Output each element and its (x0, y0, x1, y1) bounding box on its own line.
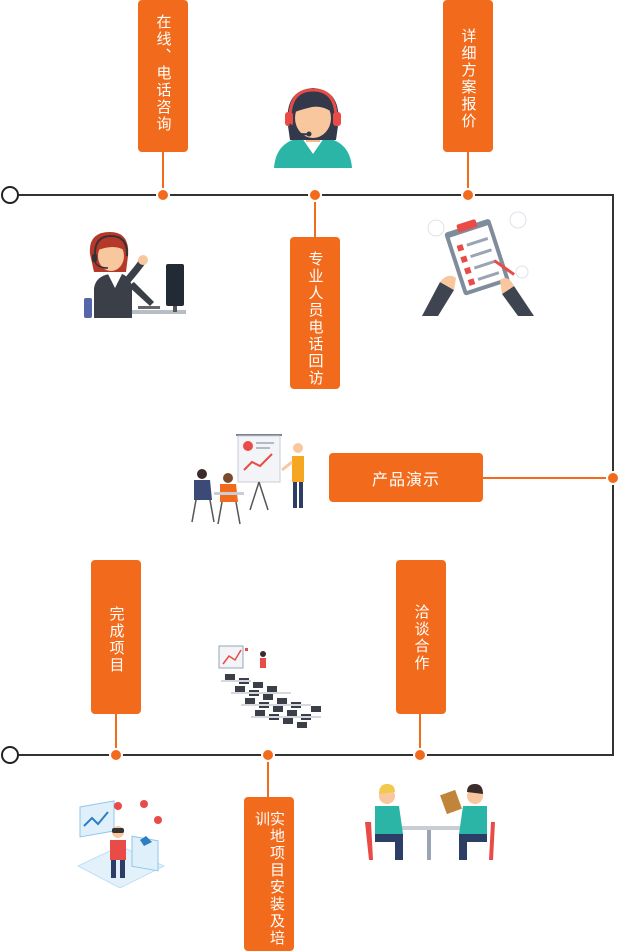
bottom-flow-line (10, 754, 614, 756)
headset-agent-icon (274, 88, 352, 168)
support-girl-icon (84, 232, 186, 318)
node-dot-negotiate (413, 748, 427, 762)
step-label: 实地项目安装及培训 (253, 811, 286, 947)
connector-complete (115, 712, 117, 754)
step-online-phone-consult: 在线、电话咨询 (138, 0, 188, 152)
node-dot-consult (156, 188, 170, 202)
connector-consult (162, 150, 164, 194)
step-detailed-quote: 详细方案报价 (443, 0, 493, 152)
step-complete-project: 完成项目 (91, 560, 141, 714)
node-dot-return-visit (308, 188, 322, 202)
step-label: 详细方案报价 (459, 28, 478, 130)
connector-negotiate (419, 712, 421, 754)
step-label: 在线、电话咨询 (154, 14, 173, 133)
step-label: 专业人员电话回访 (306, 251, 325, 387)
step-product-demo: 产品演示 (329, 453, 483, 502)
step-label: 洽谈合作 (412, 604, 431, 672)
connector-demo (482, 477, 612, 479)
connector-install (267, 756, 269, 798)
plan-clipboard-icon (422, 211, 534, 316)
step-negotiate-cooperation: 洽谈合作 (396, 560, 446, 714)
top-start-marker (1, 186, 19, 204)
step-phone-return-visit: 专业人员电话回访 (290, 237, 340, 389)
connector-return-visit (314, 196, 316, 238)
node-dot-install (261, 748, 275, 762)
node-dot-complete (109, 748, 123, 762)
node-dot-quote (461, 188, 475, 202)
presentation-icon (191, 434, 304, 525)
step-label: 完成项目 (107, 606, 126, 674)
step-label: 产品演示 (371, 469, 440, 489)
node-dot-demo (606, 471, 620, 485)
connector-quote (467, 150, 469, 194)
classroom-icon (218, 645, 321, 728)
meeting-icon (365, 784, 495, 860)
vr-user-icon (76, 800, 166, 889)
bottom-start-marker (1, 746, 19, 764)
step-onsite-install-training: 实地项目安装及培训 (244, 797, 294, 951)
